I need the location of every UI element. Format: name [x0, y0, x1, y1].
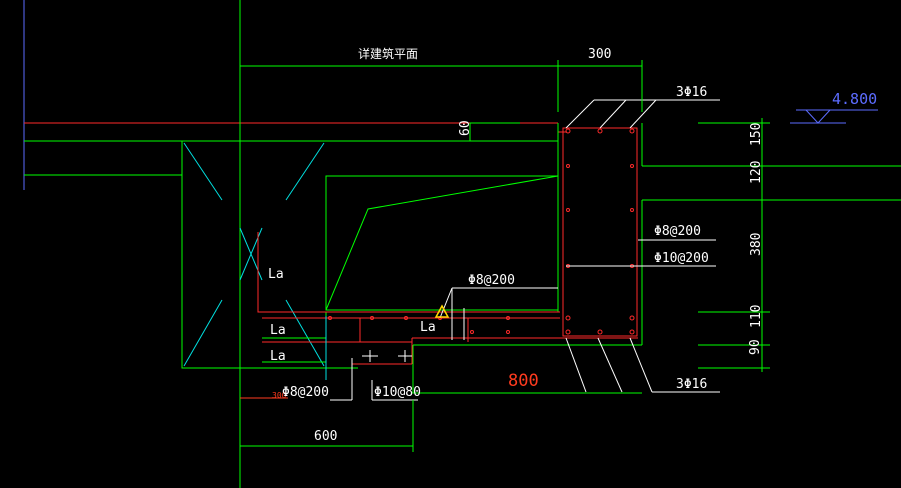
bar-side-label: Φ10@200	[654, 251, 709, 266]
elevation-symbol	[790, 109, 878, 124]
warning-triangle-icon[interactable]	[434, 304, 450, 318]
stirrup-left-label: Φ8@200	[282, 385, 329, 400]
dim-800: 800	[508, 371, 539, 391]
elevation-label: 4.800	[832, 90, 877, 108]
stirrup-mid-label: Φ8@200	[468, 273, 515, 288]
dim-380: 380	[749, 233, 764, 256]
dim-600: 600	[314, 429, 337, 444]
beam-rebar-cage	[240, 127, 638, 399]
la-label-4: La	[420, 320, 436, 335]
dim-90: 90	[748, 339, 763, 355]
dim-110: 110	[749, 305, 764, 328]
dim-120: 120	[749, 161, 764, 184]
leader-lines	[330, 99, 720, 401]
stirrup-side-label: Φ8@200	[654, 224, 701, 239]
beam-outline	[181, 123, 901, 394]
la-label-1: La	[268, 267, 284, 282]
dim-150: 150	[749, 123, 764, 146]
la-label-3: La	[270, 349, 286, 364]
dimension-lines	[239, 60, 770, 452]
note-floor-label: 详建筑平面	[358, 46, 418, 61]
top-rebar-line	[24, 122, 567, 133]
la-label-2: La	[270, 323, 286, 338]
hatch-cross	[183, 142, 325, 367]
dim-top-300: 300	[588, 47, 611, 62]
small-300-label: 300	[272, 391, 287, 400]
rebar-bottom-label: 3Φ16	[676, 377, 707, 392]
rebar-top-label: 3Φ16	[676, 85, 707, 100]
bar-bottom-label: Φ10@80	[374, 385, 421, 400]
left-slab	[23, 0, 558, 190]
dim-60: 60	[458, 120, 473, 136]
rebar-dots	[328, 128, 635, 335]
